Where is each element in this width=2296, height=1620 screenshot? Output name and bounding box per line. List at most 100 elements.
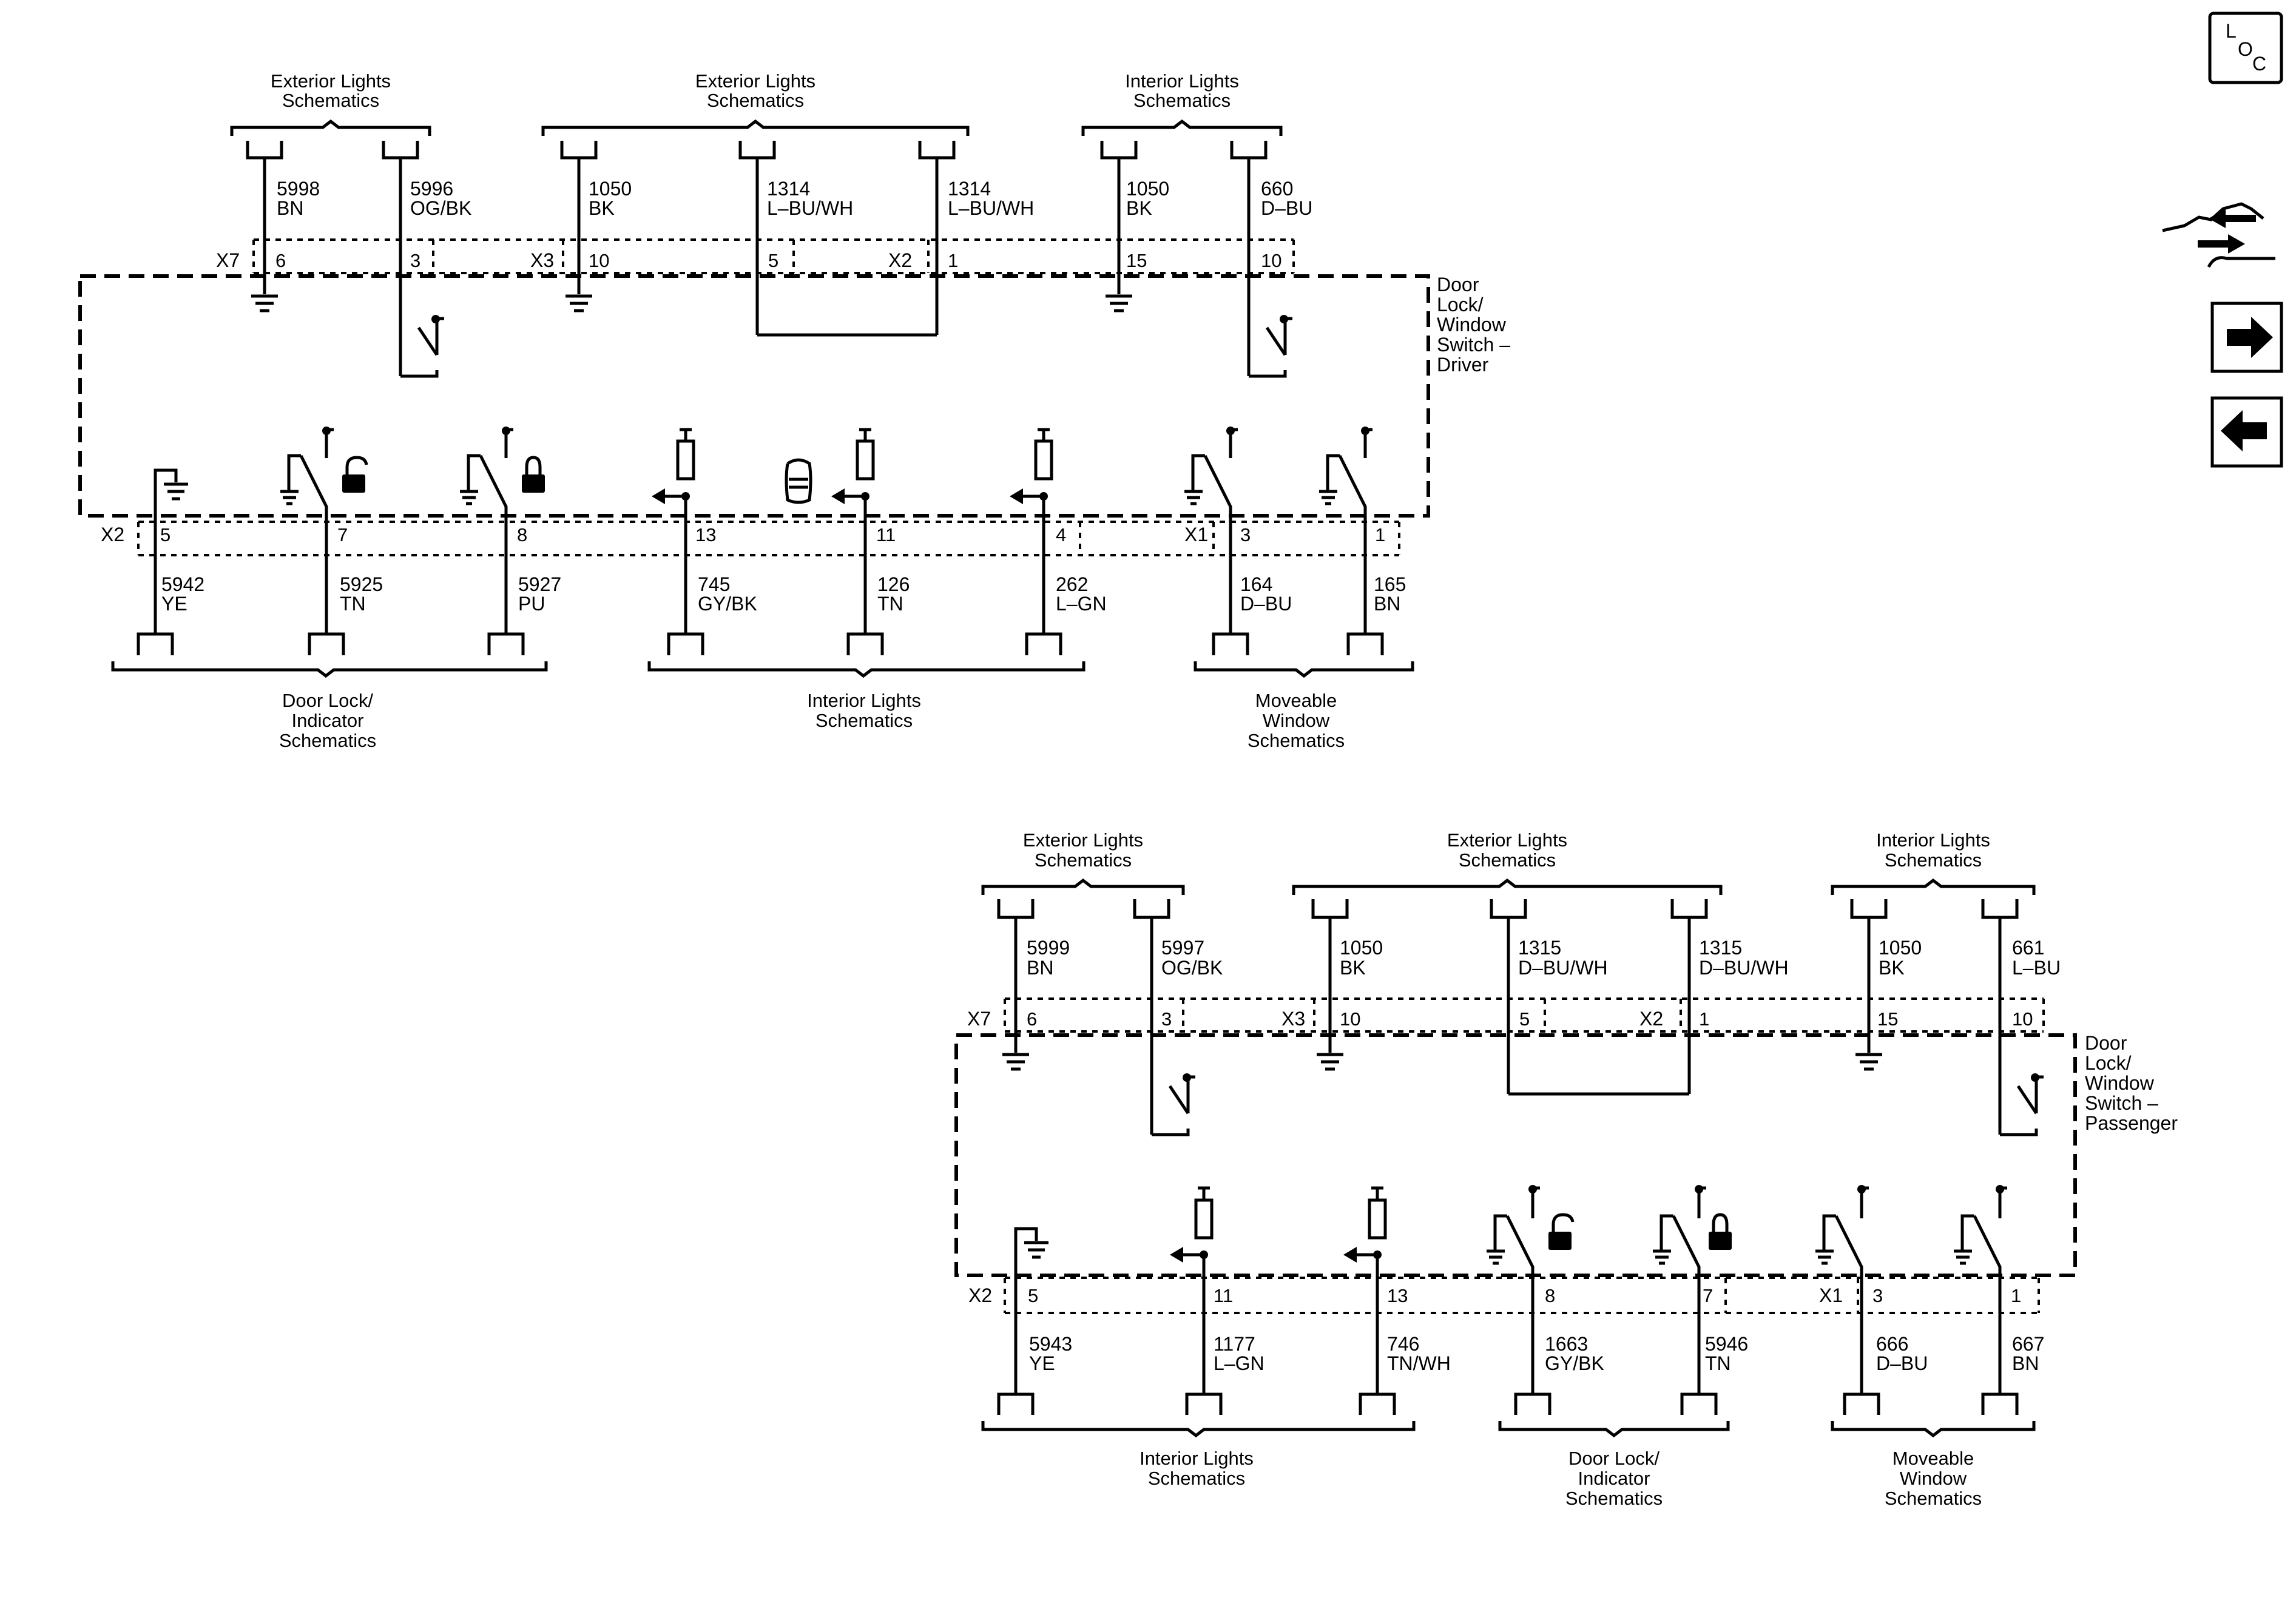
wire-color: BK [1879, 957, 1905, 979]
connector-id: X3 [1281, 1008, 1305, 1030]
wire-number: 745 [698, 573, 730, 595]
arrow-right-icon [2227, 317, 2273, 358]
driver-top-terminal-1 [246, 141, 283, 160]
wire-number: 126 [877, 573, 910, 595]
connector-id: X1 [1819, 1284, 1843, 1306]
passenger-bottom-connector-outline [1004, 1277, 2040, 1314]
passenger-top-group-3-line-1: Interior Lights [1876, 829, 1990, 851]
passenger-bottom-terminal [1680, 1392, 1718, 1415]
wire-number: 5997 [1161, 937, 1204, 959]
switch-icon [460, 427, 513, 634]
wire-color: L–BU/WH [948, 197, 1034, 219]
wire-color: OG/BK [1161, 957, 1223, 979]
driver-bottom-group-1-line-3: Schematics [279, 730, 376, 751]
wire-number: 5943 [1029, 1333, 1072, 1355]
switch-icon [1152, 1073, 1195, 1136]
wire-color: TN/WH [1387, 1352, 1451, 1374]
wire-number: 1314 [767, 178, 810, 200]
driver-bottom-terminal [1212, 632, 1249, 655]
passenger-switch-schematic: Exterior Lights Schematics Exterior Ligh… [954, 829, 2178, 1509]
arrow-left-icon [2221, 410, 2267, 451]
resistor-icon [831, 428, 875, 634]
pin-number: 11 [876, 524, 896, 545]
pin-number: 10 [2012, 1008, 2033, 1030]
wire-number: 5927 [518, 573, 561, 595]
ground-icon [154, 468, 188, 634]
ground-icon [1106, 294, 1132, 312]
pin-number: 1 [2011, 1285, 2021, 1306]
passenger-bottom-group-1-line-2: Schematics [1148, 1468, 1245, 1489]
driver-bottom-terminal [1025, 632, 1062, 655]
connector-id: X3 [530, 249, 554, 271]
passenger-top-brace-1 [981, 878, 1185, 895]
pin-number: 10 [589, 250, 609, 271]
driver-top-brace-2 [541, 119, 970, 136]
driver-bottom-terminal [667, 632, 704, 655]
driver-top-terminal-3 [560, 141, 598, 160]
driver-title-line-5: Driver [1437, 354, 1489, 376]
wire-color: L–BU/WH [767, 197, 853, 219]
pin-number: 4 [1056, 524, 1066, 545]
passenger-bottom-terminal [997, 1392, 1035, 1415]
passenger-bottom-group-3-line-3: Schematics [1885, 1488, 1982, 1509]
passenger-component-boundary [954, 1033, 2077, 1277]
wire-color: D–BU/WH [1699, 957, 1789, 979]
wire-number: 5946 [1705, 1333, 1748, 1355]
passenger-title-line-1: Door [2085, 1032, 2127, 1054]
wire-number: 165 [1374, 573, 1406, 595]
driver-switch-schematic: Exterior Lights Schematics Exterior Ligh… [78, 70, 1510, 751]
wire-color: D–BU/WH [1518, 957, 1608, 979]
passenger-top-brace-3 [1831, 878, 2036, 895]
passenger-bottom-group-2-line-3: Schematics [1565, 1488, 1663, 1509]
passenger-bottom-terminal [1843, 1392, 1880, 1415]
driver-top-terminal-2 [382, 141, 419, 160]
passenger-bottom-brace-1 [981, 1421, 1416, 1438]
driver-top-terminal-6 [1100, 141, 1138, 160]
service-tools-icon[interactable] [2162, 202, 2275, 268]
next-page-button[interactable] [2210, 302, 2283, 373]
pin-number: 6 [275, 250, 286, 271]
passenger-title-line-2: Lock/ [2085, 1052, 2132, 1074]
driver-bottom-brace-3 [1194, 661, 1414, 678]
connector-id: X2 [1639, 1008, 1663, 1030]
passenger-bottom-group-2-line-1: Door Lock/ [1568, 1448, 1660, 1469]
ground-icon [1002, 1053, 1029, 1071]
driver-title-line-4: Switch – [1437, 334, 1510, 356]
passenger-title-line-3: Window [2085, 1072, 2155, 1094]
wire-number: 661 [2012, 937, 2044, 959]
driver-bottom-terminal [308, 632, 345, 655]
passenger-top-group-2-line-2: Schematics [1459, 849, 1556, 871]
wire-color: PU [518, 593, 545, 615]
passenger-bottom-terminal [1359, 1392, 1396, 1415]
wire-color: L–GN [1056, 593, 1107, 615]
pin-number: 8 [1545, 1285, 1555, 1306]
pin-number: 7 [337, 524, 348, 545]
wire-number: 746 [1387, 1333, 1419, 1355]
passenger-bottom-terminal [1981, 1392, 2019, 1415]
wire-number: 5942 [161, 573, 204, 595]
wire-number: 1050 [1126, 178, 1169, 200]
pin-number: 3 [1161, 1008, 1172, 1030]
driver-bottom-terminal [137, 632, 174, 655]
wire-color: BN [2012, 1352, 2039, 1374]
switch-icon [2000, 1073, 2044, 1136]
previous-page-button[interactable] [2210, 396, 2283, 468]
wire-color: YE [161, 593, 187, 615]
passenger-top-terminal-3 [1311, 899, 1349, 919]
wire-color: TN [1705, 1352, 1731, 1374]
pin-number: 3 [410, 250, 420, 271]
wire-number: 1315 [1518, 937, 1561, 959]
wire-color: YE [1029, 1352, 1055, 1374]
loc-icon[interactable]: L O C [2208, 12, 2283, 84]
ground-icon [1014, 1227, 1048, 1394]
passenger-top-group-1-line-1: Exterior Lights [1023, 829, 1143, 851]
connector-id: X2 [101, 524, 124, 545]
driver-top-group-2-line-1: Exterior Lights [695, 70, 815, 92]
ground-icon [1317, 1053, 1343, 1071]
wire-number: 262 [1056, 573, 1088, 595]
driver-top-group-2-line-2: Schematics [707, 90, 804, 111]
wire-color: TN [877, 593, 903, 615]
switch-icon [280, 427, 334, 634]
connector-id: X2 [968, 1284, 992, 1306]
